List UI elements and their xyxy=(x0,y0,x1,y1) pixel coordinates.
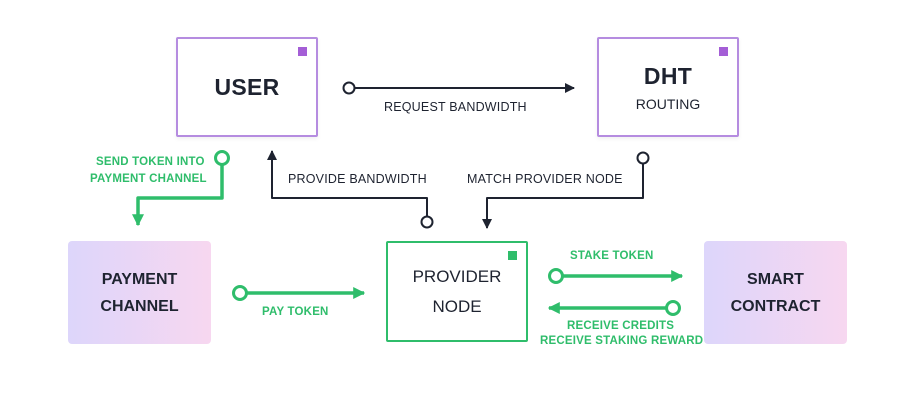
dht-title: DHT xyxy=(643,62,693,89)
match-provider-label: MATCH PROVIDER NODE xyxy=(467,172,623,186)
send-token-arrow xyxy=(132,150,230,227)
send-token-label-line2: PAYMENT CHANNEL xyxy=(90,173,207,185)
corner-marker xyxy=(298,47,307,56)
stake-token-label: STAKE TOKEN xyxy=(570,250,654,262)
corner-marker xyxy=(719,47,728,56)
smart-line1: SMART xyxy=(747,270,804,288)
receive-reward-label: RECEIVE STAKING REWARD xyxy=(540,335,704,347)
payment-line1: PAYMENT xyxy=(101,270,178,288)
provide-bandwidth-arrow xyxy=(267,150,434,229)
provide-bandwidth-label: PROVIDE BANDWIDTH xyxy=(288,172,427,186)
pay-token-arrow xyxy=(232,285,366,301)
receive-credits-arrow xyxy=(547,300,681,316)
user-title: USER xyxy=(214,73,280,100)
send-token-label-line1: SEND TOKEN INTO xyxy=(96,156,205,168)
stake-token-arrow xyxy=(548,268,684,284)
provider-line1: PROVIDER xyxy=(412,266,502,286)
request-bandwidth-arrow xyxy=(342,81,575,95)
payment-channel-node: PAYMENT CHANNEL xyxy=(68,241,211,344)
user-node: USER xyxy=(176,37,318,137)
receive-credits-label: RECEIVE CREDITS xyxy=(567,320,675,332)
request-bandwidth-label: REQUEST BANDWIDTH xyxy=(384,100,527,114)
dht-node: DHT ROUTING xyxy=(597,37,739,137)
corner-marker xyxy=(508,251,517,260)
smart-contract-node: SMART CONTRACT xyxy=(704,241,847,344)
provider-line2: NODE xyxy=(432,296,482,316)
match-provider-arrow xyxy=(482,151,650,229)
pay-token-label: PAY TOKEN xyxy=(262,306,329,318)
provider-node: PROVIDER NODE xyxy=(386,241,528,342)
payment-line2: CHANNEL xyxy=(100,297,179,315)
smart-line2: CONTRACT xyxy=(730,297,821,315)
dht-subtitle: ROUTING xyxy=(635,95,701,112)
